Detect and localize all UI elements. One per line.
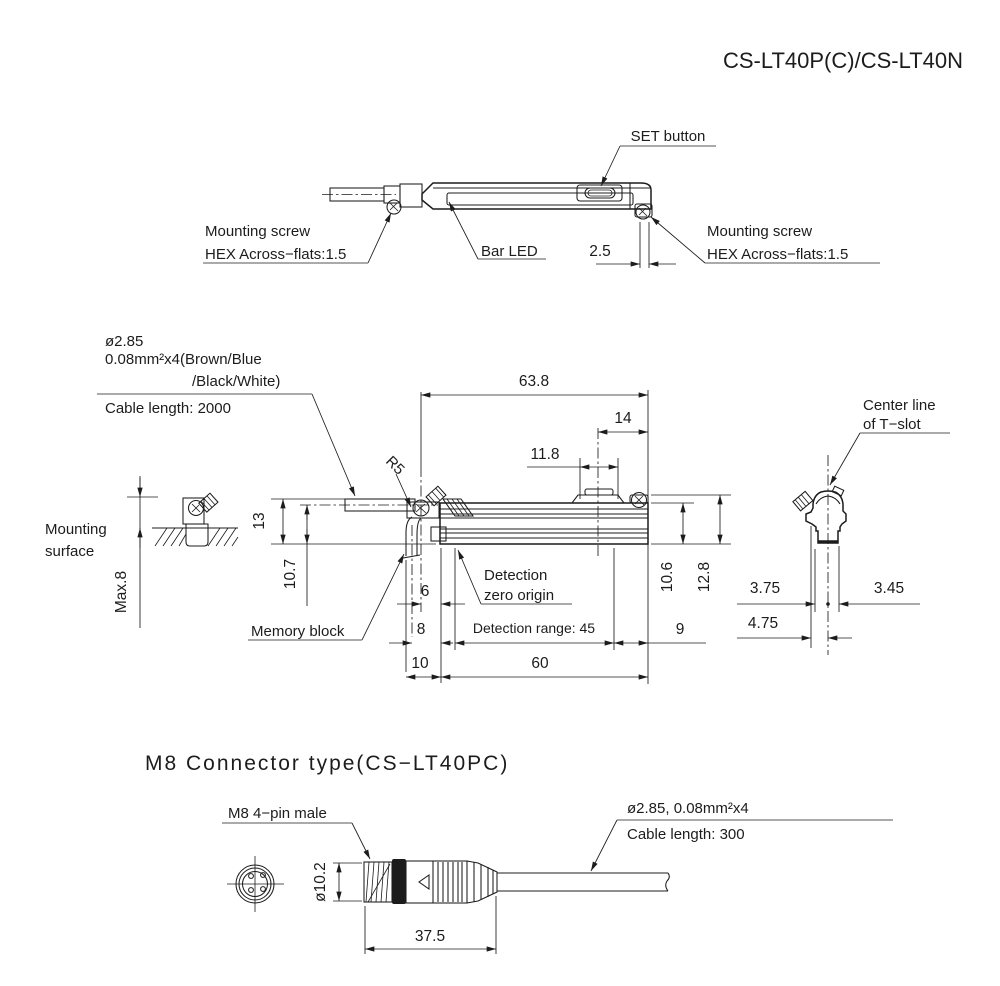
cable-side [497,872,670,892]
dim-10-7: 10.7 [282,559,299,589]
bar-led-label: Bar LED [481,243,538,260]
connector-section: M8 Connector type(CS−LT40PC) M8 4−pin ma… [145,752,893,954]
pin-2 [260,872,266,878]
hatching-left [154,527,187,547]
top-set-button [584,187,616,199]
center-line-label2: of T−slot [863,416,922,433]
cable-diameter-label: ø2.85 [105,333,143,350]
gland-hatch [441,498,475,517]
section-title: M8 Connector type(CS−LT40PC) [145,752,509,775]
dim-9: 9 [676,621,685,638]
cable-bend-inner [416,517,422,556]
dim-63-8: 63.8 [519,373,549,390]
top-view: SET button Mounting screw HEX Across−fla… [203,128,880,268]
dim-12-8: 12.8 [696,562,713,592]
front-right-screw [630,491,648,509]
end-view: Center line of T−slot 3.75 3.45 4.75 [737,397,950,655]
top-memory-block [383,183,423,215]
front-set-button [584,488,614,496]
dim-4-75: 4.75 [748,615,778,632]
hatching-right [207,527,239,547]
dim-8: 8 [417,621,426,638]
bottom-cable-spec-label: ø2.85, 0.08mm²x4 [627,800,749,817]
left-mounting-screw-label: Mounting screw [205,223,310,240]
front-left-notch [430,526,447,542]
detection-zero-label2: zero origin [484,587,554,604]
dim-37-5: 37.5 [415,928,445,945]
cable-core-label: 0.08mm²x4(Brown/Blue [105,351,262,368]
mounting-surface-view: Mounting surface Max.8 [45,476,239,628]
dim-6: 6 [421,583,430,600]
connector-side-view [363,859,670,904]
max-height-label: Max.8 [113,571,130,613]
dim-10-2: ø10.2 [312,862,329,902]
top-right-screw [635,204,651,220]
set-button-label: SET button [631,128,706,145]
right-mounting-screw-label2: HEX Across−flats:1.5 [707,246,848,263]
memory-block-label: Memory block [251,623,345,640]
mounting-surface-label2: surface [45,543,94,560]
top-sensor-body [421,182,653,220]
right-mounting-screw-label: Mounting screw [707,223,812,240]
dim-14: 14 [614,410,632,427]
detection-range-label: Detection range: 45 [473,620,595,636]
pin-1 [248,873,254,879]
dim-10-6: 10.6 [659,562,676,592]
front-view: ø2.85 0.08mm²x4(Brown/Blue /Black/White)… [45,333,731,684]
strain-relief [466,860,498,904]
dim-3-45: 3.45 [874,580,904,597]
orientation-triangle [418,873,430,891]
clamp-foot [185,523,209,547]
detection-zero-label: Detection [484,567,547,584]
top-set-button-recess [576,184,623,202]
connector-body [405,860,468,904]
cable-bend-outer [405,516,413,556]
clamp-body [182,497,205,525]
dim-60: 60 [531,655,549,672]
cable-core-label-cont: /Black/White) [192,373,280,390]
end-view-screw [792,490,814,512]
mounting-surface-label: Mounting [45,521,107,538]
pin-3 [248,887,254,893]
end-view-body [805,490,847,544]
dim-3-75: 3.75 [750,580,780,597]
top-bar-led-window [446,192,634,206]
dim-10: 10 [411,655,429,672]
dim-13: 13 [251,512,268,529]
left-mounting-screw-label2: HEX Across−flats:1.5 [205,246,346,263]
connector-face-view [227,856,284,912]
pin-4 [260,886,266,892]
bottom-cable-length-label: Cable length: 300 [627,826,745,843]
page-title: CS-LT40P(C)/CS-LT40N [723,48,963,73]
knurl-ring [392,859,406,904]
cable-length-label: Cable length: 2000 [105,400,231,417]
bend-radius-label: R5 [382,453,408,479]
connector-label: M8 4−pin male [228,805,327,822]
dim-11-8: 11.8 [530,446,559,463]
center-line-label: Center line [863,397,936,414]
dim-2-5: 2.5 [589,243,611,260]
